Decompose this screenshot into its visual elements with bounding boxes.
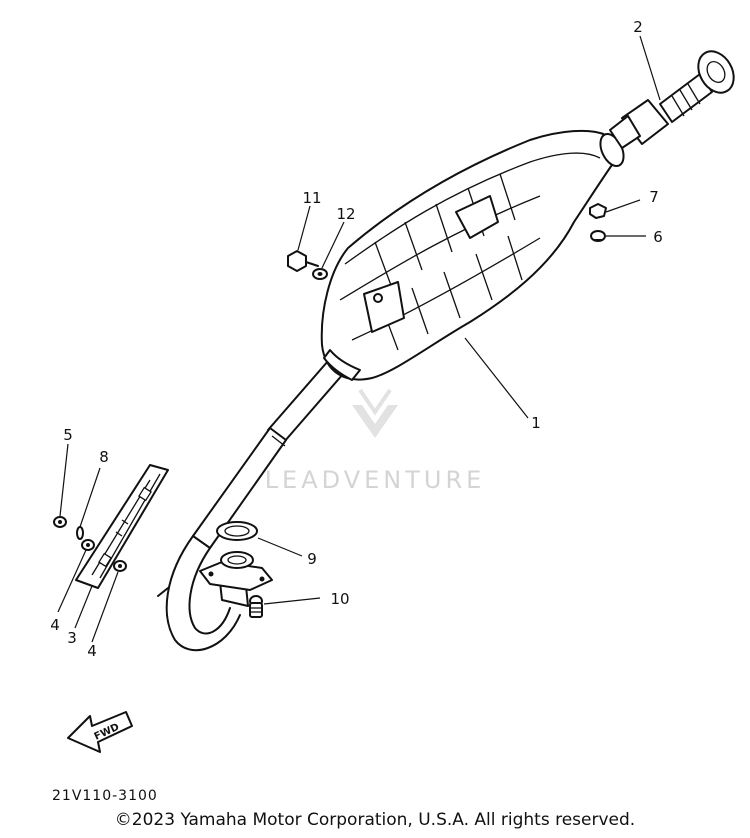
forward-arrow-icon: FWD (67, 711, 133, 753)
callout-2: 2 (633, 18, 643, 36)
gasket-9 (216, 521, 258, 541)
callout-12: 12 (336, 205, 355, 223)
screw-6 (590, 230, 606, 242)
nut-4-left (81, 539, 95, 551)
callout-4-left: 4 (50, 616, 60, 634)
callout-7: 7 (649, 188, 659, 206)
muffler (320, 129, 625, 381)
leader-lines (57, 35, 661, 643)
callout-6: 6 (653, 228, 663, 246)
callout-8: 8 (99, 448, 109, 466)
callout-9: 9 (307, 550, 317, 568)
callout-5: 5 (63, 426, 73, 444)
part-code: 21V110-3100 (52, 788, 158, 804)
washer-12 (312, 268, 328, 280)
callout-11: 11 (302, 189, 321, 207)
bolt-11 (287, 250, 319, 272)
washer-8 (76, 526, 84, 540)
nut-4-right (113, 560, 127, 572)
watermark-logo (352, 388, 398, 438)
heat-protector-3 (75, 464, 169, 589)
exhaust-pipe (157, 352, 351, 652)
copyright-notice: ©2023 Yamaha Motor Corporation, U.S.A. A… (114, 810, 636, 830)
callout-3: 3 (67, 629, 77, 647)
silencer-tail-2 (609, 50, 735, 149)
callout-1: 1 (531, 414, 541, 432)
bolt-5 (53, 516, 67, 528)
callout-10: 10 (330, 590, 349, 608)
bolt-10 (249, 595, 263, 618)
watermark-text: LEADVENTURE (265, 466, 486, 494)
callout-4-right: 4 (87, 642, 97, 660)
exhaust-flange (199, 551, 273, 591)
nut-7 (589, 203, 607, 219)
